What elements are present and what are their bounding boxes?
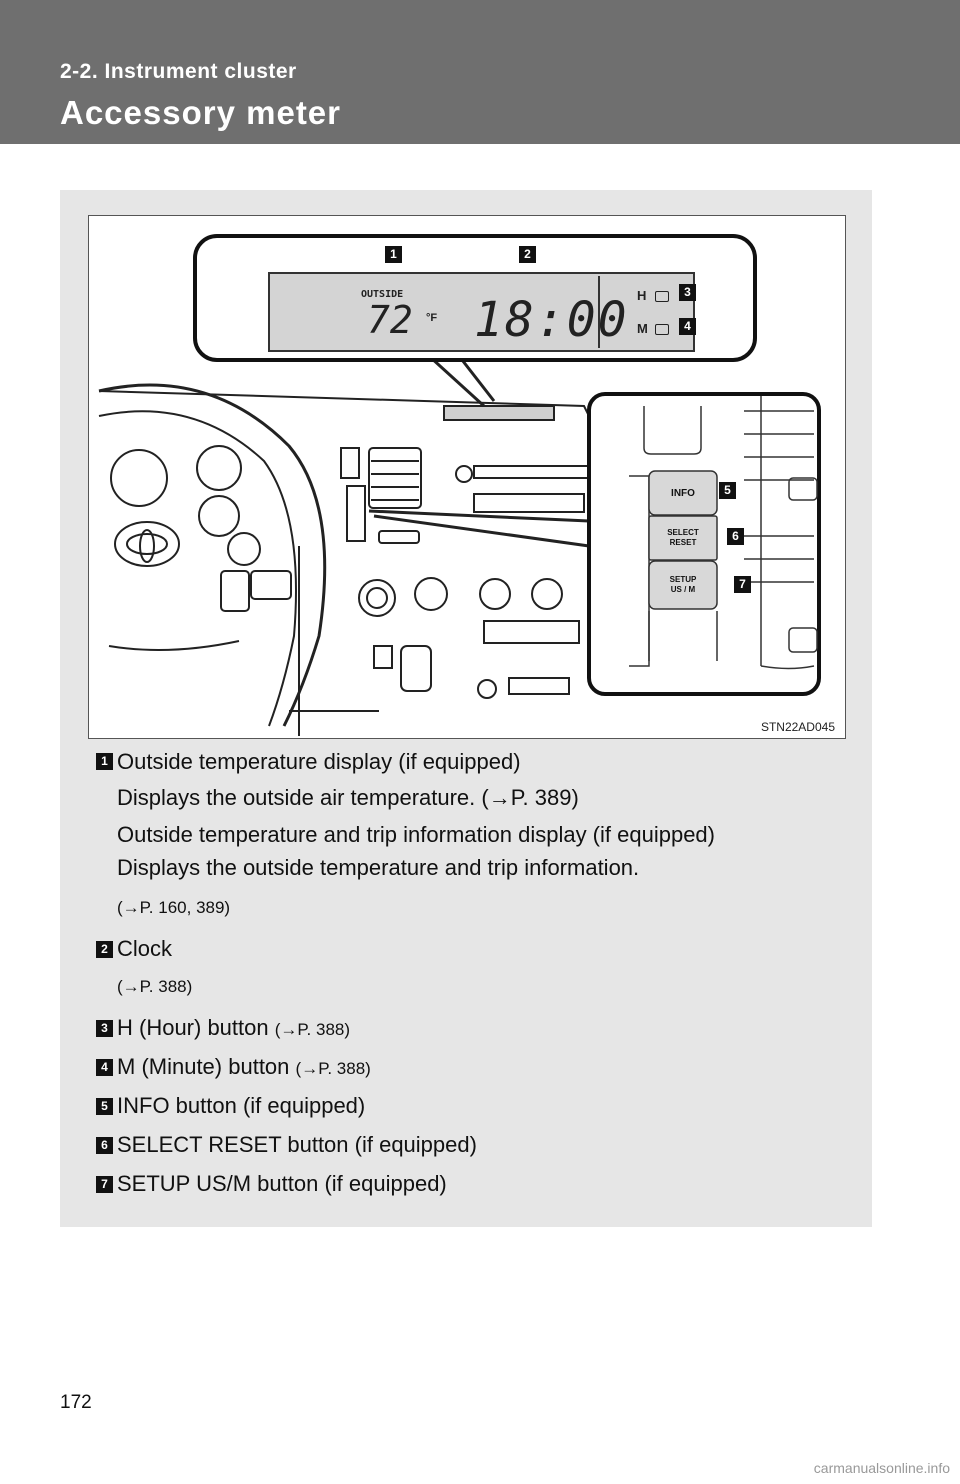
reset-label: RESET [669,538,697,547]
watermark: carmanualsonline.info [813,1460,950,1476]
info-button-label: INFO [671,487,695,499]
callout-6: 6 [727,528,744,545]
item-1-desc: Displays the outside air temperature. (→… [117,785,579,810]
callout-7: 7 [734,576,751,593]
callout-5: 5 [719,482,736,499]
item-2-ref: (→P. 388) [117,977,193,996]
temperature-unit: °F [426,312,438,324]
section-label: 2-2. Instrument cluster [60,60,297,83]
dashboard-drawing [98,234,821,736]
hour-button[interactable] [655,291,669,302]
item-3-number: 3 [96,1020,113,1037]
figure-code: STN22AD045 [760,720,835,734]
item-1-number: 1 [96,753,113,770]
page-header: 2-2. Instrument cluster Accessory meter [0,0,960,144]
select-label: SELECT [667,528,699,537]
item-4-label: M (Minute) button (→P. 388) [117,1054,371,1082]
setup-label: SETUP [669,575,697,584]
item-2-label: Clock [117,936,173,961]
select-reset-button[interactable]: SELECT RESET [649,516,717,560]
item-3-text: H (Hour) button [117,1015,269,1040]
item-6-label: SELECT RESET button (if equipped) [117,1132,477,1157]
info-button[interactable]: INFO [649,471,717,515]
item-3-label: H (Hour) button (→P. 388) [117,1015,350,1043]
temperature-readout: 72 [367,298,413,342]
item-5-number: 5 [96,1098,113,1115]
dashboard-illustration: OUTSIDE 72 °F 18:00 H M INFO SELECT RESE… [88,215,846,739]
item-1-alt-title: Outside temperature and trip information… [117,822,715,847]
item-4-text: M (Minute) button [117,1054,290,1079]
minute-button-label: M [637,321,648,336]
item-7-number: 7 [96,1176,113,1193]
item-6-number: 6 [96,1137,113,1154]
item-3-ref: (→P. 388) [274,1020,351,1039]
item-1-alt-desc: Displays the outside temperature and tri… [117,855,640,880]
clock-readout: 18:00 [474,292,629,348]
item-2-number: 2 [96,941,113,958]
hour-button-label: H [637,288,647,303]
item-7-label: SETUP US/M button (if equipped) [117,1171,447,1196]
page-number: 172 [60,1392,92,1413]
outside-label: OUTSIDE [361,289,404,300]
callout-3: 3 [679,284,696,301]
callout-1: 1 [385,246,402,263]
page-title: Accessory meter [60,94,341,131]
item-4-number: 4 [96,1059,113,1076]
minute-button[interactable] [655,324,669,335]
callout-2: 2 [519,246,536,263]
item-1-title: Outside temperature display (if equipped… [117,749,521,774]
setup-usm-button[interactable]: SETUP US / M [649,561,717,609]
item-5-label: INFO button (if equipped) [117,1093,366,1118]
usm-label: US / M [670,585,696,594]
item-1-ref: (→P. 160, 389) [117,898,231,917]
item-4-ref: (→P. 388) [295,1059,371,1078]
callout-4: 4 [679,318,696,335]
